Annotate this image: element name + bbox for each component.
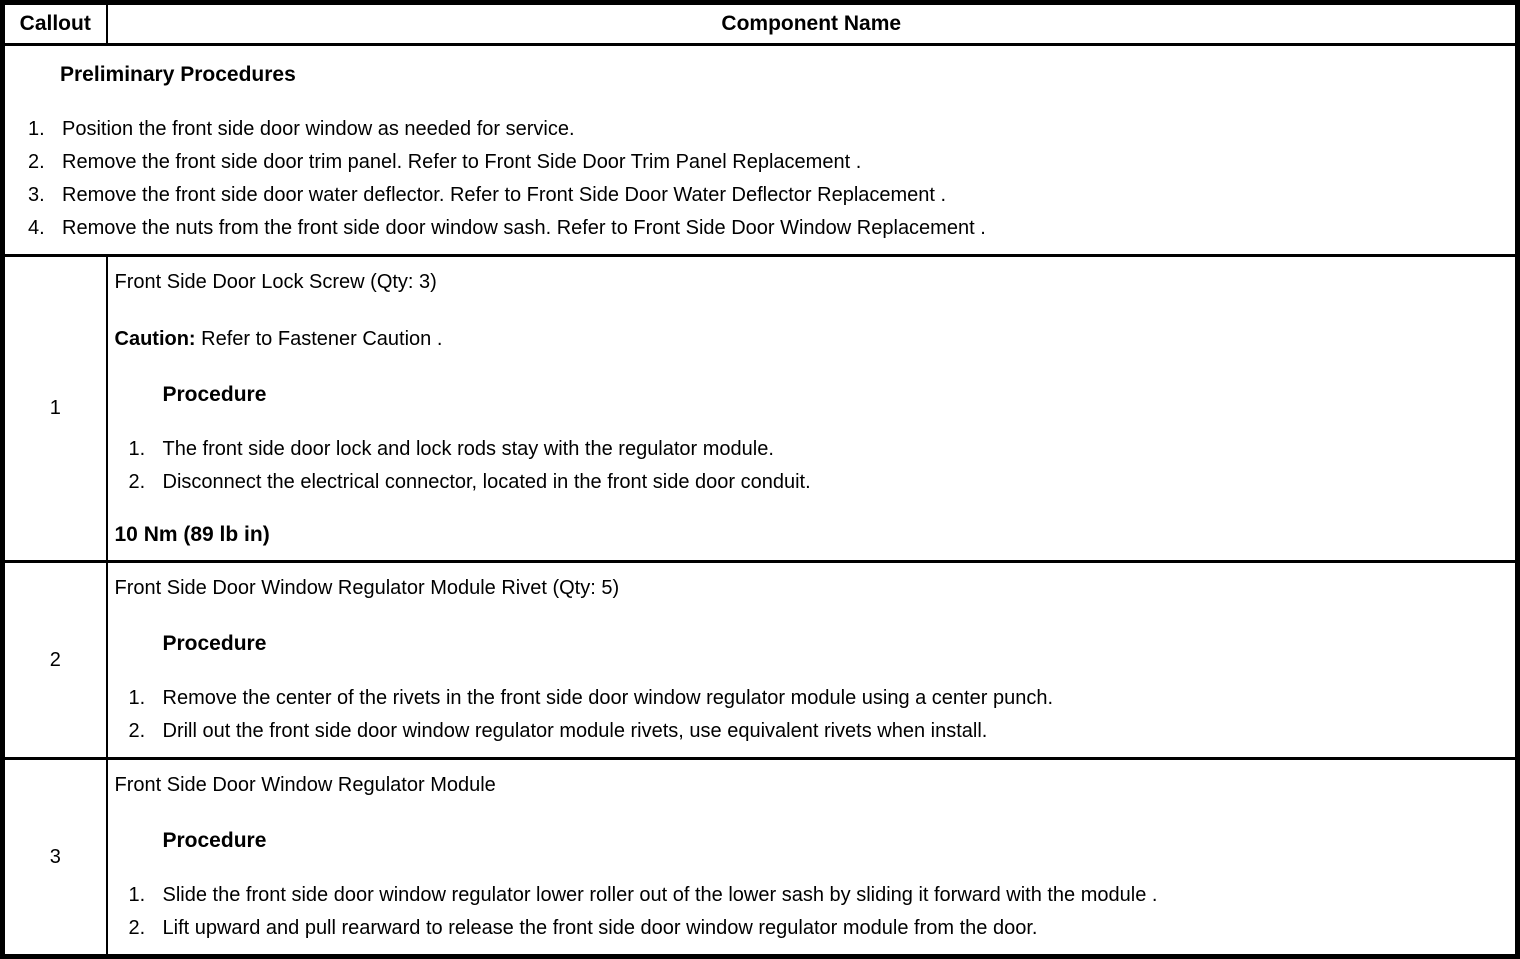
caution-label: Caution: <box>114 328 196 350</box>
procedure-heading: Procedure <box>162 829 267 852</box>
component-name-column-header: Component Name <box>105 1 1519 46</box>
procedure-steps-list: Remove the center of the rivets in the f… <box>115 682 1508 748</box>
procedure-step: Lift upward and pull rearward to release… <box>128 912 1038 945</box>
component-title: Front Side Door Lock Screw (Qty: 3) <box>114 271 437 293</box>
procedure-heading: Procedure <box>162 632 267 655</box>
callout-number: 1 <box>49 397 61 419</box>
procedure-steps-list: Slide the front side door window regulat… <box>115 879 1508 945</box>
component-cell: Front Side Door Lock Screw (Qty: 3) Caut… <box>105 254 1519 563</box>
component-title: Front Side Door Window Regulator Module … <box>114 577 620 599</box>
callout-number: 3 <box>49 845 61 868</box>
table-row: 2 Front Side Door Window Regulator Modul… <box>1 560 1519 760</box>
table-row: 3 Front Side Door Window Regulator Modul… <box>1 757 1519 958</box>
callout-number-cell: 1 <box>1 254 108 563</box>
preliminary-procedures-row: Preliminary Procedures Position the fron… <box>1 43 1519 257</box>
callout-column-header: Callout <box>1 1 108 46</box>
preliminary-procedures-cell: Preliminary Procedures Position the fron… <box>1 43 1519 257</box>
table-row: 1 Front Side Door Lock Screw (Qty: 3) Ca… <box>1 254 1519 563</box>
procedure-steps-list: The front side door lock and lock rods s… <box>115 433 1508 499</box>
procedure-step: Remove the center of the rivets in the f… <box>128 682 1053 715</box>
callout-number-cell: 3 <box>1 757 108 958</box>
caution-line: Caution: Refer to Fastener Caution . <box>115 323 1508 356</box>
procedure-step: Disconnect the electrical connector, loc… <box>128 466 811 499</box>
component-title: Front Side Door Window Regulator Module <box>114 774 496 796</box>
preliminary-step: Remove the front side door trim panel. R… <box>28 146 862 179</box>
preliminary-steps-list: Position the front side door window as n… <box>5 113 1507 245</box>
component-cell: Front Side Door Window Regulator Module … <box>105 757 1519 958</box>
caution-text: Refer to Fastener Caution . <box>195 328 443 350</box>
table-header-row: Callout Component Name <box>1 1 1519 46</box>
component-cell: Front Side Door Window Regulator Module … <box>105 560 1519 760</box>
procedure-step: Slide the front side door window regulat… <box>128 879 1158 912</box>
preliminary-step: Position the front side door window as n… <box>28 113 575 146</box>
callout-number-cell: 2 <box>1 560 108 760</box>
procedure-heading: Procedure <box>162 383 267 406</box>
preliminary-step: Remove the front side door water deflect… <box>28 179 947 212</box>
callout-number: 2 <box>49 648 61 671</box>
preliminary-step: Remove the nuts from the front side door… <box>28 212 986 245</box>
procedure-step: Drill out the front side door window reg… <box>128 715 988 748</box>
procedure-step: The front side door lock and lock rods s… <box>128 433 774 466</box>
preliminary-procedures-title: Preliminary Procedures <box>60 63 296 86</box>
torque-spec: 10 Nm (89 lb in) <box>114 523 270 546</box>
